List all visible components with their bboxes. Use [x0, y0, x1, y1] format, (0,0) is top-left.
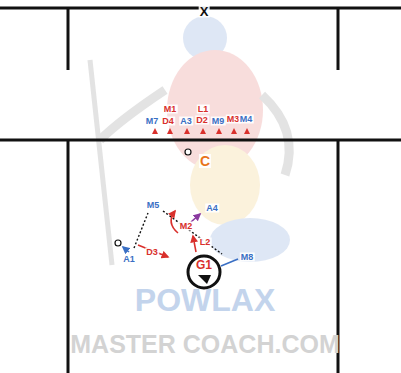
cone-markers	[152, 128, 250, 134]
player-label: D3	[145, 248, 159, 257]
player-label: L2	[199, 238, 212, 247]
move-line	[221, 259, 238, 266]
player-label: D2	[195, 116, 209, 125]
player-label: M5	[146, 201, 161, 210]
player-label: A4	[205, 204, 219, 213]
goalie-circle: G1	[186, 254, 222, 290]
coach-label: C	[199, 154, 211, 168]
ball	[115, 240, 121, 246]
move-arrow	[171, 211, 178, 233]
player-label: M1	[163, 105, 178, 114]
player-label: M9	[211, 117, 226, 126]
move-arrow	[138, 245, 168, 257]
ball	[185, 149, 191, 155]
player-label: M8	[240, 253, 255, 262]
move-arrow	[123, 247, 129, 252]
player-label: A1	[122, 255, 136, 264]
player-label: M2	[179, 222, 194, 231]
pass-line	[163, 211, 222, 254]
move-arrow	[193, 236, 196, 252]
field-mark: X	[199, 5, 210, 18]
player-label: M7	[145, 117, 160, 126]
player-label: M4	[239, 115, 254, 124]
player-label: D4	[161, 117, 175, 126]
pass-line	[134, 213, 148, 248]
player-label: A3	[179, 117, 193, 126]
player-label: L1	[197, 105, 210, 114]
goalie-triangle	[198, 275, 211, 284]
watermark-text: MASTER COACH.COM	[69, 332, 340, 357]
field-lines	[0, 8, 401, 373]
goalie-label: G1	[186, 254, 222, 272]
